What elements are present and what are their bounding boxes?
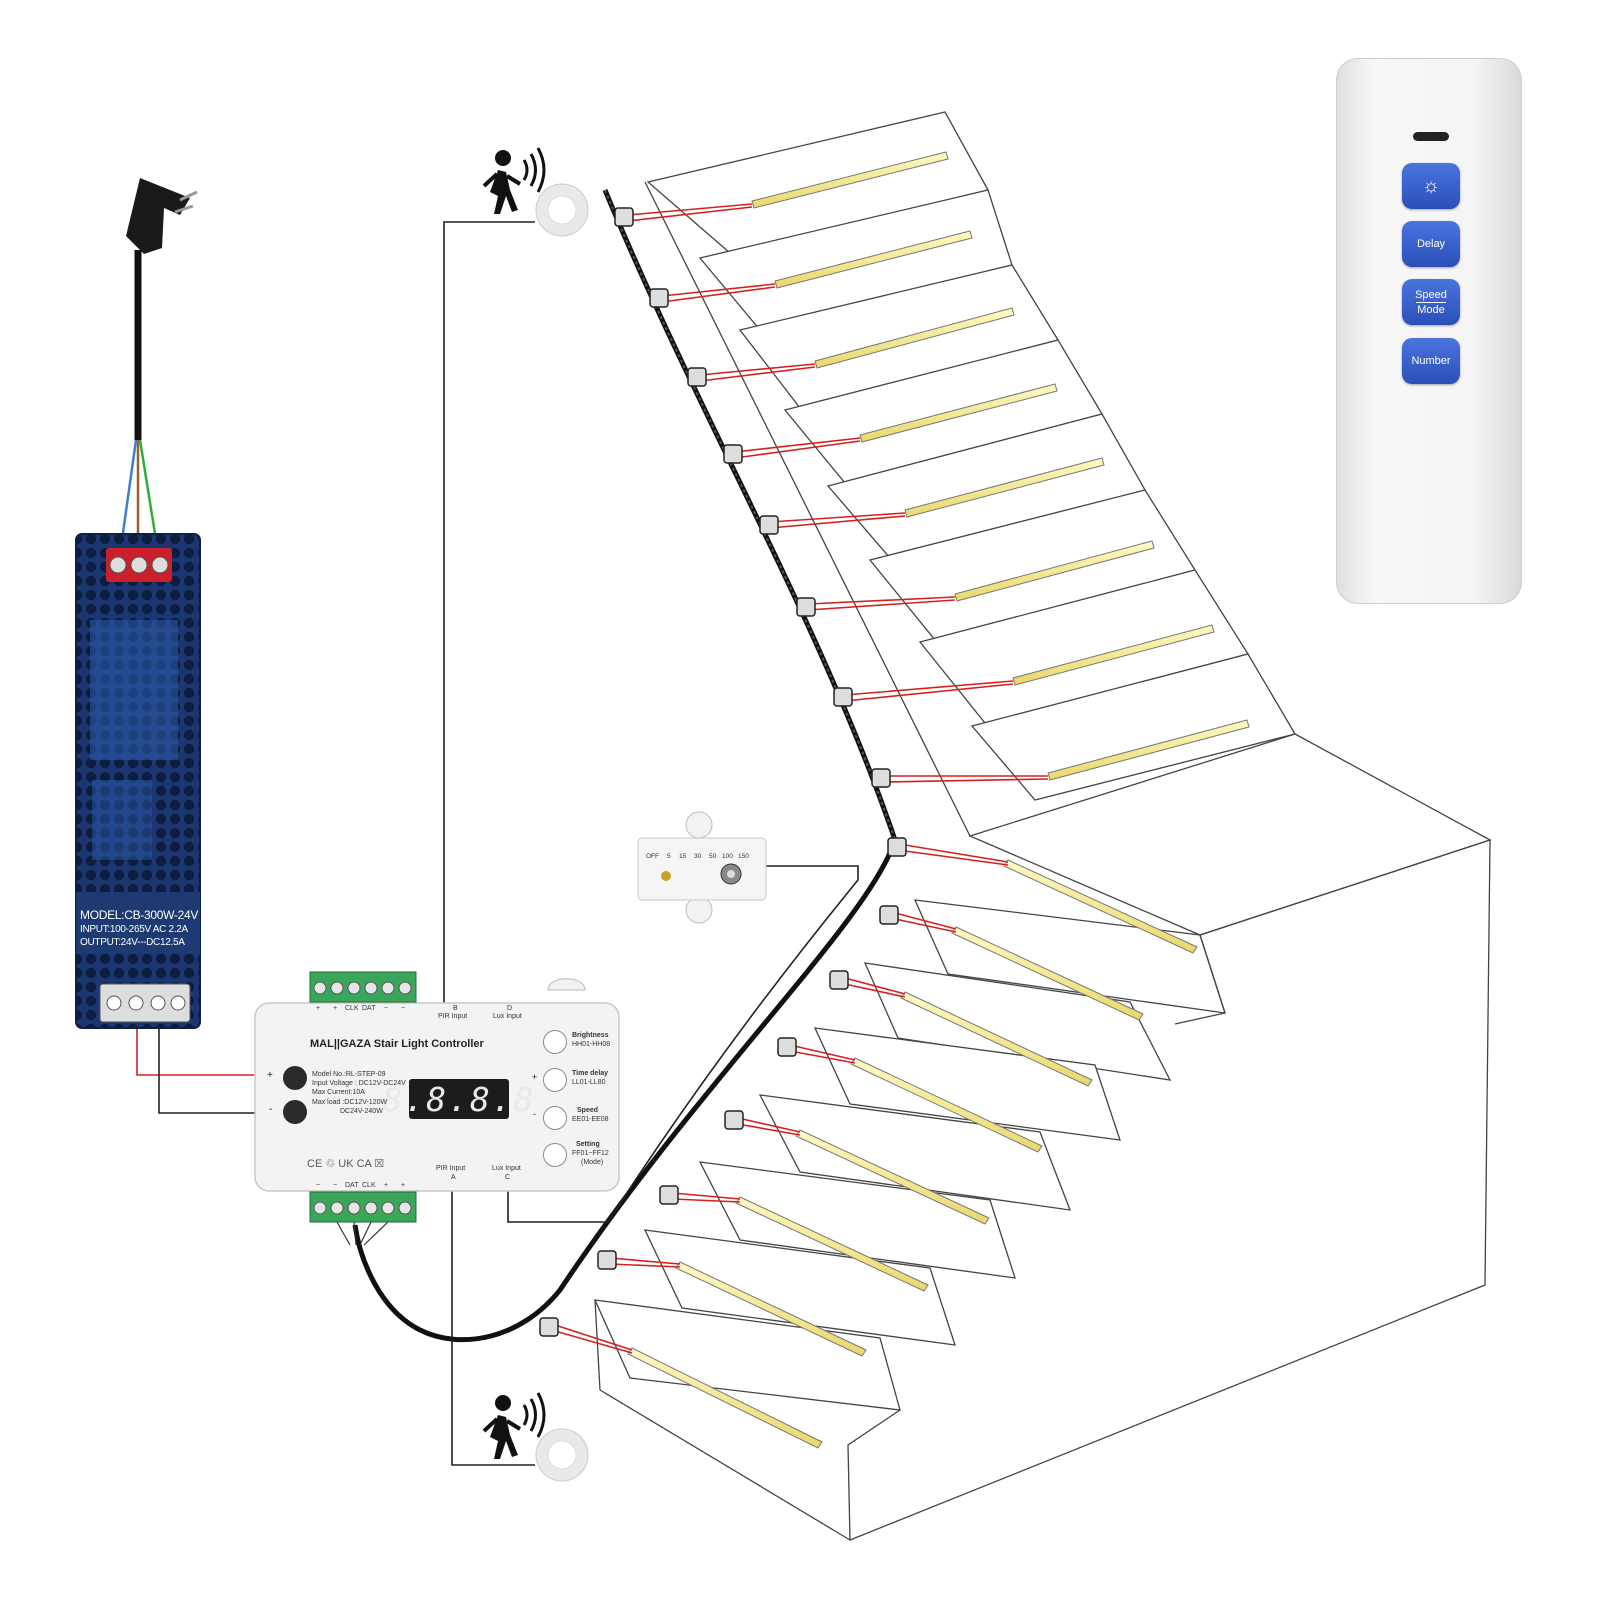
led-feed-wires (554, 203, 1049, 1354)
controller-spec-current: Max Current:10A (312, 1089, 365, 1096)
motion-person-icon-top (482, 147, 546, 214)
remote-speed-label: Speed (1415, 288, 1447, 301)
speed-minus: - (533, 1109, 536, 1119)
remote-number-label: Number (1411, 355, 1451, 367)
port-d-label: Lux Input (493, 1013, 522, 1020)
lux-scale-15: 15 (679, 853, 687, 860)
bottom-terminal-label-5: + (384, 1182, 389, 1189)
pir-sensor-bottom (535, 1428, 589, 1482)
top-terminal-label-4: DAT (362, 1005, 376, 1012)
port-b-letter: B (453, 1005, 458, 1012)
speed-range: EE01-EE08 (572, 1116, 609, 1123)
top-terminal-label-3: CLK (345, 1005, 359, 1012)
cable-connectors (539, 207, 907, 1337)
power-plug (120, 178, 198, 541)
lux-scale-off: OFF (646, 853, 659, 860)
controller-spec-load-24v: DC24V-240W (340, 1108, 383, 1115)
psu-output: OUTPUT:24V---DC12.5A (80, 937, 185, 948)
port-d-letter: D (507, 1005, 513, 1012)
setting-range: FF01~FF12 (572, 1150, 609, 1157)
remote-brightness-button[interactable]: ☼ (1402, 163, 1460, 209)
sensor-wires (136, 221, 859, 1466)
brightness-label: Brightness (572, 1032, 609, 1039)
controller-plus: + (267, 1070, 273, 1081)
top-terminal-label-1: + (316, 1005, 321, 1012)
sun-icon: ☼ (1421, 175, 1441, 197)
bottom-terminal-label-4: CLK (362, 1182, 376, 1189)
lux-sensor (637, 811, 767, 924)
controller-title: MAL||GAZA Stair Light Controller (310, 1038, 484, 1050)
remote-control: ☼ Delay Speed Mode Number (1336, 58, 1522, 604)
brightness-button[interactable] (543, 1030, 567, 1054)
time-delay-button[interactable] (543, 1068, 567, 1092)
psu-model: MODEL:CB-300W-24V (80, 908, 199, 922)
remote-delay-label: Delay (1416, 238, 1446, 250)
time-delay-range: LL01-LL80 (572, 1079, 606, 1086)
bottom-terminal-label-2: − (333, 1182, 338, 1189)
port-a-letter: A (451, 1174, 456, 1181)
top-terminal-label-6: − (401, 1005, 406, 1012)
time-delay-plus: + (532, 1072, 538, 1082)
brightness-range: HH01-HH08 (572, 1041, 611, 1048)
bottom-terminal-label-1: − (316, 1182, 321, 1189)
controller-minus: - (269, 1104, 273, 1115)
lux-scale-30: 30 (694, 853, 702, 860)
remote-speed-mode-divider (1416, 301, 1446, 303)
port-a-label: PIR Input (436, 1165, 466, 1172)
pir-sensor-top (535, 183, 589, 237)
setting-label: Setting (576, 1141, 600, 1148)
controller-display: 8.8.8.8 (382, 1079, 536, 1119)
remote-delay-button[interactable]: Delay (1402, 221, 1460, 267)
remote-mode-label: Mode (1417, 303, 1445, 316)
remote-ir-window (1413, 132, 1449, 141)
remote-number-button[interactable]: Number (1402, 338, 1460, 384)
lux-scale-100: 100 (722, 853, 733, 860)
controller-spec-voltage: Input Voltage : DC12V-DC24V (312, 1080, 406, 1087)
speed-button[interactable] (543, 1106, 567, 1130)
setting-button[interactable] (543, 1143, 567, 1167)
signal-cable (352, 189, 898, 1343)
bottom-terminal-label-3: DAT (345, 1182, 359, 1189)
speed-label: Speed (577, 1107, 599, 1114)
lux-scale-150: 150 (738, 853, 749, 860)
port-b-label: PIR Input (438, 1013, 468, 1020)
top-terminal-label-5: − (384, 1005, 389, 1012)
power-supply (75, 533, 201, 1029)
lux-scale-50: 50 (709, 853, 717, 860)
setting-mode: (Mode) (581, 1159, 604, 1166)
bottom-terminal-label-6: + (401, 1182, 406, 1189)
led-strips (627, 151, 1250, 1449)
controller-spec-load: Max load :DC12V-120W (312, 1099, 388, 1106)
port-c-label: Lux Input (492, 1165, 521, 1172)
top-terminal-label-2: + (333, 1005, 338, 1012)
port-c-letter: C (505, 1174, 511, 1181)
motion-person-icon-bottom (482, 1392, 546, 1459)
lux-scale-5: 5 (667, 853, 671, 860)
controller-cert-marks: CE ♲ UK CA ☒ (307, 1158, 385, 1170)
psu-input: INPUT:100-265V AC 2.2A (80, 924, 188, 935)
remote-speed-mode-button[interactable]: Speed Mode (1402, 279, 1460, 325)
time-delay-label: Time delay (572, 1070, 609, 1077)
controller-spec-model: Model No.:RL-STEP-09 (312, 1071, 386, 1078)
